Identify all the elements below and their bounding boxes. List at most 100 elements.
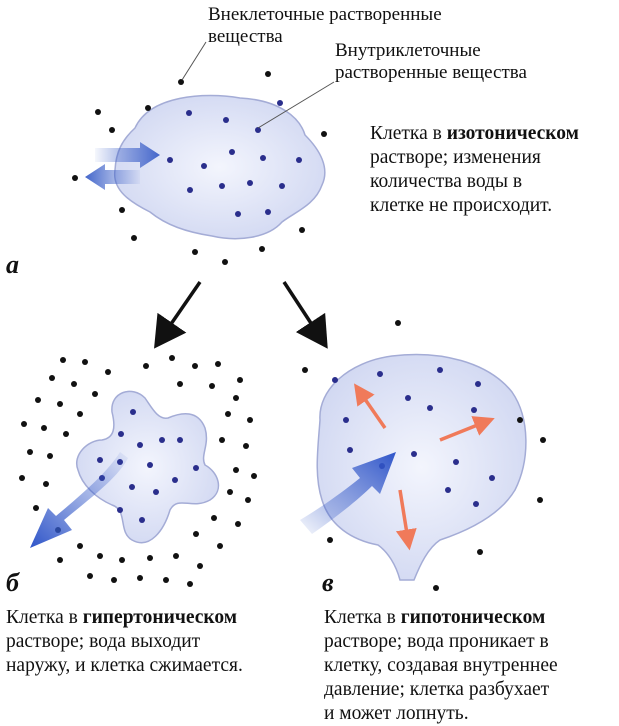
solute-dot <box>243 443 249 449</box>
intracellular-solutes-label: Внутриклеточные растворенные вещества <box>335 40 527 83</box>
solute-dot <box>147 555 153 561</box>
solute-dot <box>145 105 151 111</box>
caption-term: изотоническом <box>446 123 579 144</box>
solute-dot <box>225 411 231 417</box>
solute-dot <box>105 369 111 375</box>
solute-dot <box>119 207 125 213</box>
solute-dot <box>57 401 63 407</box>
solute-dot <box>41 425 47 431</box>
solute-dot <box>187 581 193 587</box>
solute-dot <box>111 577 117 583</box>
extracellular-solutes-label: Внеклеточные растворенные вещества <box>208 4 442 47</box>
solute-dot <box>47 453 53 459</box>
solute-dot <box>453 459 459 465</box>
panel-a-cell <box>114 94 326 240</box>
pressure-arrow-right <box>439 416 495 442</box>
panel-b-cell <box>75 390 220 544</box>
solute-dot <box>137 575 143 581</box>
solute-dot <box>247 417 253 423</box>
solute-dot <box>445 487 451 493</box>
solute-dot <box>209 383 215 389</box>
solute-dot <box>77 543 83 549</box>
solute-dot <box>109 127 115 133</box>
solute-dot <box>237 377 243 383</box>
solute-dot <box>473 501 479 507</box>
hypotonic-caption: Клетка в гипотоническом растворе; вода п… <box>324 606 558 726</box>
caption-term: гипертоническом <box>82 607 238 628</box>
solute-dot <box>217 543 223 549</box>
solute-dot <box>153 489 159 495</box>
solute-dot <box>192 249 198 255</box>
solute-dot <box>327 537 333 543</box>
solute-dot <box>159 437 165 443</box>
solute-dot <box>235 521 241 527</box>
solute-dot <box>215 361 221 367</box>
solute-dot <box>27 449 33 455</box>
solute-dot <box>97 553 103 559</box>
solute-dot <box>321 131 327 137</box>
solute-dot <box>21 421 27 427</box>
solute-dot <box>186 110 192 116</box>
arrow-to-hypertonic <box>154 281 202 349</box>
solute-dot <box>172 477 178 483</box>
solute-dot <box>60 357 66 363</box>
caption-term: гипотоническом <box>400 607 546 628</box>
solute-dot <box>118 431 124 437</box>
solute-dot <box>259 246 265 252</box>
solute-dot <box>219 437 225 443</box>
solute-dot <box>169 355 175 361</box>
solute-dot <box>43 481 49 487</box>
caption-prefix: Клетка в <box>6 607 83 628</box>
solute-dot <box>537 497 543 503</box>
isotonic-extracellular-dots <box>72 71 327 265</box>
solute-dot <box>119 557 125 563</box>
solute-dot <box>277 100 283 106</box>
solute-dot <box>489 475 495 481</box>
solute-dot <box>57 557 63 563</box>
solute-dot <box>92 391 98 397</box>
pressure-arrow-up <box>354 383 387 429</box>
solute-dot <box>377 371 383 377</box>
extracellular-leader-line <box>181 41 207 81</box>
solute-dot <box>72 175 78 181</box>
hypertonic-caption: Клетка в гипертоническом растворе; вода … <box>6 606 243 678</box>
solute-dot <box>229 149 235 155</box>
solute-dot <box>299 227 305 233</box>
solute-dot <box>405 395 411 401</box>
solute-dot <box>147 462 153 468</box>
solute-dot <box>193 531 199 537</box>
water-out-arrow <box>85 164 140 190</box>
pressure-arrows <box>354 383 495 551</box>
hypotonic-cell-membrane <box>316 353 527 581</box>
solute-dot <box>71 381 77 387</box>
caption-body: растворе; вода проникает в клетку, созда… <box>324 631 558 724</box>
solute-dot <box>233 467 239 473</box>
solute-dot <box>395 320 401 326</box>
solute-dot <box>139 517 145 523</box>
solute-dot <box>227 489 233 495</box>
solute-dot <box>279 183 285 189</box>
solute-dot <box>201 163 207 169</box>
panel-b-letter: б <box>6 568 19 597</box>
caption-prefix: Клетка в <box>324 607 401 628</box>
solute-dot <box>129 484 135 490</box>
isotonic-cell-membrane <box>114 94 326 240</box>
solute-dot <box>19 475 25 481</box>
solute-dot <box>177 381 183 387</box>
solute-dot <box>192 363 198 369</box>
solute-dot <box>235 211 241 217</box>
panel-c-letter: в <box>322 568 334 597</box>
solute-dot <box>137 442 143 448</box>
solute-dot <box>245 497 251 503</box>
solute-dot <box>143 363 149 369</box>
solute-dot <box>347 447 353 453</box>
solute-dot <box>187 187 193 193</box>
solute-dot <box>433 585 439 591</box>
solute-dot <box>247 180 253 186</box>
solute-dot <box>475 381 481 387</box>
solute-dot <box>33 505 39 511</box>
solute-dot <box>343 417 349 423</box>
caption-body: растворе; вода выходит наружу, и клетка … <box>6 631 243 676</box>
isotonic-water-arrows <box>85 142 160 190</box>
solute-dot <box>77 411 83 417</box>
